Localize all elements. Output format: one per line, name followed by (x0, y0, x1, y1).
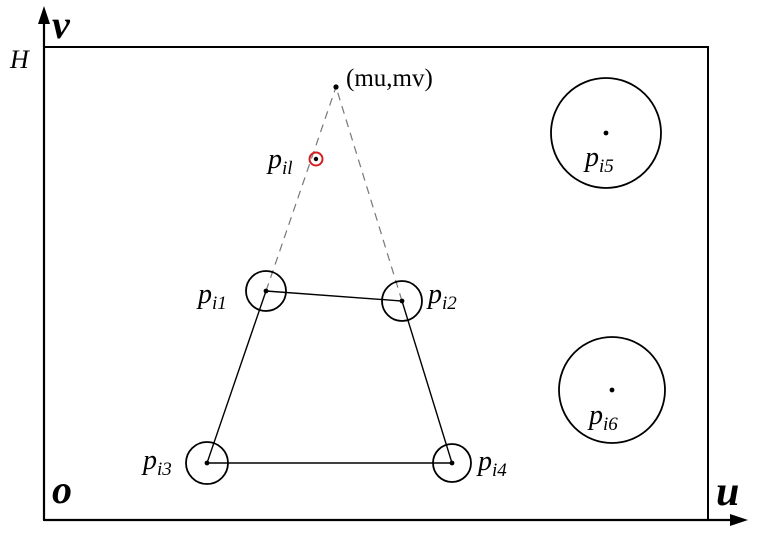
pi4-label-sub: i4 (492, 460, 507, 481)
pi3-label: pi3 (141, 445, 172, 480)
pi5-label-sub: i5 (599, 156, 614, 177)
apex-label: (mu,mv) (346, 65, 433, 92)
u-axis-label: u (716, 469, 739, 515)
height-label: H (9, 45, 30, 74)
pi2-label-base: p (426, 279, 442, 310)
pi1-label: pi1 (196, 279, 227, 314)
v-axis-arrowhead (38, 6, 50, 24)
dashed-line-left (265, 86, 337, 292)
pi3-dot (204, 460, 210, 466)
pi6-label-base: p (587, 400, 603, 431)
pi6-label-sub: i6 (603, 414, 618, 435)
pi2-label: pi2 (426, 279, 457, 314)
pi2-circle (381, 280, 423, 322)
pi1-label-base: p (196, 279, 212, 310)
pi1-circle (245, 270, 287, 312)
pi5-circle (550, 77, 662, 189)
pil-label: pil (266, 144, 293, 179)
pi4-label-base: p (476, 446, 492, 477)
pi6-dot (609, 387, 615, 393)
pi6-label: pi6 (587, 400, 618, 435)
v-axis-label: v (52, 2, 71, 47)
dashed-line-right (335, 86, 403, 302)
pi2-dot (399, 298, 405, 304)
pi3-label-sub: i3 (157, 459, 172, 480)
pi5-label: pi5 (583, 142, 614, 177)
pil-label-sub: il (282, 158, 293, 179)
pi6-circle (558, 336, 666, 444)
pi1-label-sub: i1 (212, 293, 227, 314)
origin-label: o (52, 467, 72, 512)
pil-label-base: p (266, 144, 282, 175)
pi2-label-sub: i2 (442, 293, 457, 314)
apex-point (333, 84, 339, 90)
pi4-dot (449, 460, 455, 466)
u-axis-arrowhead (730, 514, 748, 526)
pi4-label: pi4 (476, 446, 507, 481)
pil-marker-dot (313, 156, 319, 162)
pi5-dot (603, 130, 609, 136)
pi1-dot (263, 288, 269, 294)
pi3-label-base: p (141, 445, 157, 476)
pi4-circle (432, 443, 472, 483)
pil-marker-ring (308, 151, 324, 167)
pi3-circle (185, 441, 229, 485)
pi5-label-base: p (583, 142, 599, 173)
